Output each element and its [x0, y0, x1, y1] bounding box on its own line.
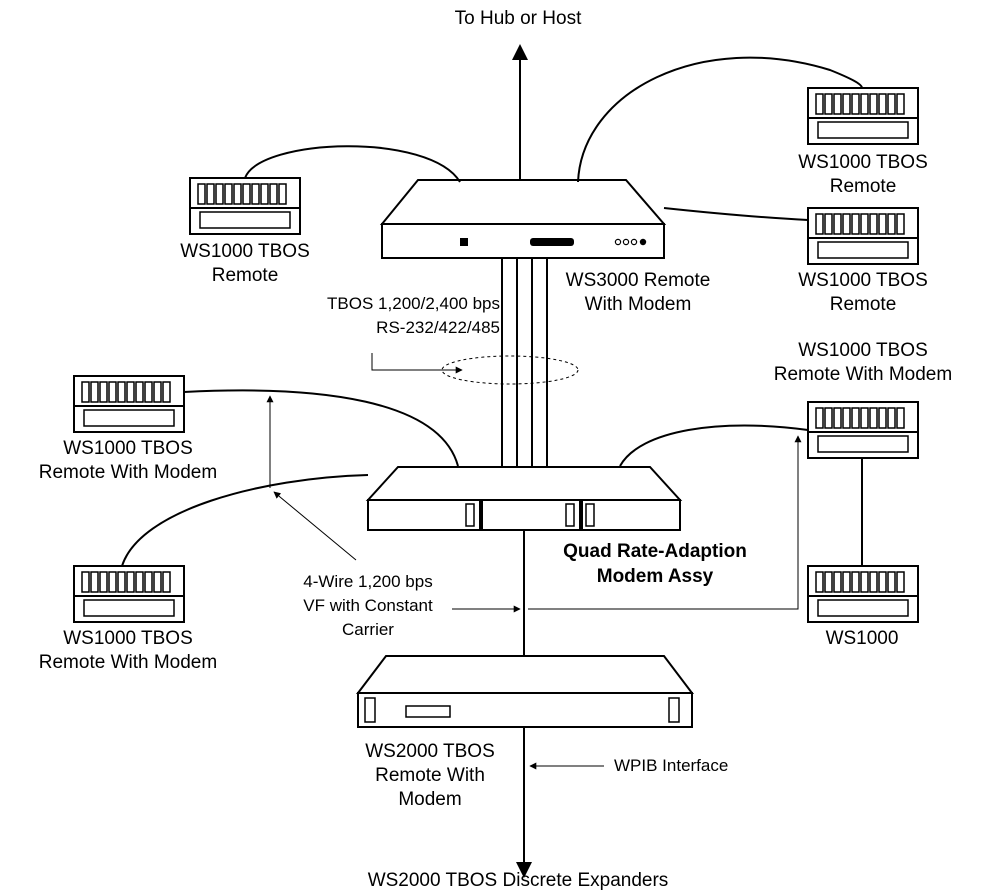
- remote-left-modem-upper-block: [73, 375, 185, 433]
- remote-left-top-label-1: WS1000 TBOS: [180, 241, 310, 262]
- bottom-label: WS2000 TBOS Discrete Expanders: [368, 870, 669, 891]
- remote-right-mid-block: [807, 207, 919, 265]
- ws3000-label-2: With Modem: [585, 294, 692, 315]
- tbos-link-label-2: RS-232/422/485: [376, 318, 500, 337]
- ws2000-label-1: WS2000 TBOS: [365, 741, 495, 762]
- ws1000-label: WS1000: [826, 628, 899, 649]
- main-vertical-links: [501, 44, 548, 878]
- tbos-link-label-1: TBOS 1,200/2,400 bps: [327, 294, 500, 313]
- ws2000-label-2: Remote With: [375, 765, 485, 786]
- top-label: To Hub or Host: [455, 8, 582, 29]
- ws2000-device: [355, 655, 695, 728]
- wpib-label: WPIB Interface: [614, 756, 728, 775]
- four-wire-label-2: VF with Constant: [303, 596, 433, 615]
- remote-right-modem-label-1: WS1000 TBOS: [798, 340, 928, 361]
- remote-right-mid-label-2: Remote: [830, 294, 897, 315]
- quad-label-2: Modem Assy: [597, 566, 714, 587]
- ws3000-device: [379, 179, 667, 259]
- remote-left-modem-upper-label-2: Remote With Modem: [39, 462, 217, 483]
- tbos-link-pointer: [371, 353, 463, 374]
- ws3000-label-1: WS3000 Remote: [566, 270, 711, 291]
- remote-left-top-label-2: Remote: [212, 265, 279, 286]
- remote-left-modem-upper-label-1: WS1000 TBOS: [63, 438, 193, 459]
- cables: [121, 56, 863, 567]
- remote-right-mid-label-1: WS1000 TBOS: [798, 270, 928, 291]
- remote-right-top-label-1: WS1000 TBOS: [798, 152, 928, 173]
- remote-right-modem-block: [807, 401, 919, 459]
- link-bundle-ellipse: [441, 355, 579, 385]
- quad-modem-assembly: [365, 466, 683, 531]
- remote-right-modem-label-2: Remote With Modem: [774, 364, 952, 385]
- remote-right-top-label-2: Remote: [830, 176, 897, 197]
- remote-left-modem-lower-block: [73, 565, 185, 623]
- four-wire-label-1: 4-Wire 1,200 bps: [303, 572, 432, 591]
- remote-left-modem-lower-label-2: Remote With Modem: [39, 652, 217, 673]
- remote-right-top-block: [807, 87, 919, 145]
- pointer-arrows: [266, 395, 802, 770]
- quad-label-1: Quad Rate-Adaption: [563, 541, 747, 562]
- remote-left-top-block: [189, 177, 301, 235]
- four-wire-label-3: Carrier: [342, 620, 394, 639]
- remote-left-modem-lower-label-1: WS1000 TBOS: [63, 628, 193, 649]
- ws1000-block: [807, 565, 919, 623]
- ws2000-label-3: Modem: [398, 789, 461, 810]
